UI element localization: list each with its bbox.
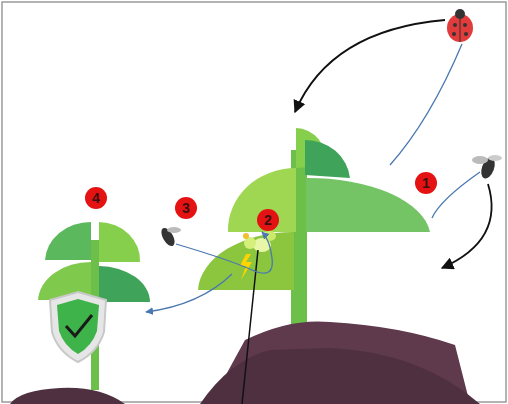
callout-circle <box>257 209 279 231</box>
ladybug <box>447 9 473 42</box>
callout-circle <box>415 172 437 194</box>
small-plant <box>10 222 150 404</box>
callout-number: 1 <box>415 172 437 194</box>
callout-number: 3 <box>175 197 197 219</box>
callout-number: 4 <box>85 187 107 209</box>
large-plant <box>198 128 480 404</box>
leader-line <box>242 250 258 404</box>
callout-circle <box>85 187 107 209</box>
signal-arrow <box>146 274 232 312</box>
flight-path <box>176 232 272 273</box>
predator-arrow <box>295 20 445 112</box>
wasp <box>472 155 502 180</box>
flight-path <box>390 44 462 165</box>
flight-path <box>432 172 480 218</box>
callout-number: 2 <box>257 209 279 231</box>
shield-symbol <box>50 292 106 362</box>
callout-circle <box>175 197 197 219</box>
